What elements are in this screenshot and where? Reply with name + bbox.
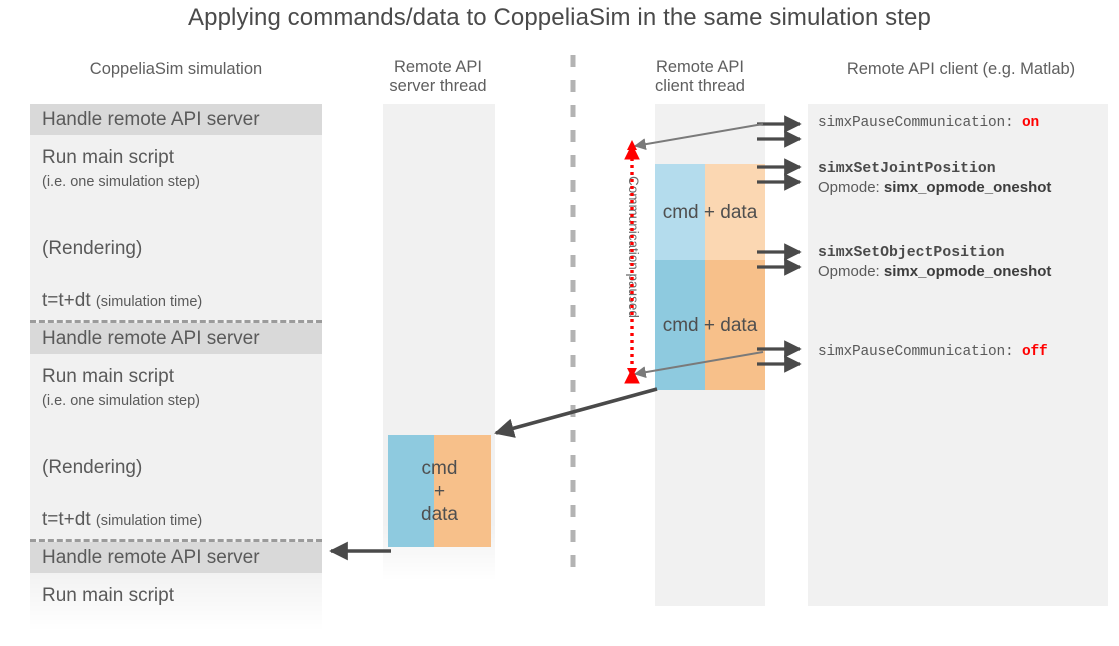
sim-step-line1: Run main script xyxy=(42,366,174,387)
api-call-opmode-value: simx_opmode_oneshot xyxy=(883,263,1052,280)
sim-step-line3: (Rendering) xyxy=(42,238,143,259)
message-arrows-pause-on xyxy=(757,115,802,148)
cmd-segment xyxy=(388,435,434,547)
column-header-server-line1: Remote API xyxy=(393,58,483,76)
api-call-item: simxSetJointPosition Opmode: simx_opmode… xyxy=(818,161,1051,196)
sim-step-time-value: t=t+dt xyxy=(42,290,91,311)
communication-paused-arrowhead-bottom xyxy=(627,368,637,378)
api-call-item: simxPauseCommunication: on xyxy=(818,113,1039,131)
column-header-sim: CoppeliaSim simulation xyxy=(30,60,322,79)
cmd-data-block-server: cmd + data xyxy=(388,435,491,547)
column-header-client-line1: Remote API xyxy=(655,58,745,76)
message-arrows-set-joint-position xyxy=(757,158,802,191)
sim-step-header: Handle remote API server xyxy=(42,109,260,130)
api-call-opmode-label: Opmode: xyxy=(818,263,884,280)
column-header-client: Remote API client thread xyxy=(634,58,766,96)
sim-step-time-note: (simulation time) xyxy=(95,294,203,310)
sim-step-time: t=t+dt (simulation time) xyxy=(42,509,202,531)
cmd-data-block-client-top: cmd + data xyxy=(655,164,765,260)
cmd-data-label: cmd + data xyxy=(421,457,458,525)
api-call-opmode-value: simx_opmode_oneshot xyxy=(883,179,1052,196)
sim-step-time: t=t+dt (simulation time) xyxy=(42,290,202,312)
handle-remote-api-server-band xyxy=(30,104,322,135)
sim-step-line3: (Rendering) xyxy=(42,457,143,478)
handle-remote-api-server-band xyxy=(30,542,322,573)
api-call-opmode: Opmode: simx_opmode_oneshot xyxy=(818,263,1051,280)
column-header-api-client-label: Remote API client (e.g. Matlab) xyxy=(846,60,1076,78)
api-call-item: simxPauseCommunication: off xyxy=(818,342,1048,360)
message-arrows-set-object-position xyxy=(757,243,802,276)
api-call-item: simxSetObjectPosition Opmode: simx_opmod… xyxy=(818,245,1051,280)
page-title: Applying commands/data to CoppeliaSim in… xyxy=(188,4,931,31)
sim-step-time-note: (simulation time) xyxy=(95,513,203,529)
transfer-arrow-client-to-server xyxy=(494,387,658,438)
message-arrows-pause-off xyxy=(757,340,802,373)
step-separator xyxy=(30,539,322,542)
sim-step-header: Handle remote API server xyxy=(42,328,260,349)
sim-step-block: Handle remote API server Run main script xyxy=(30,542,322,632)
data-segment xyxy=(705,260,765,390)
cmd-data-label: cmd + data xyxy=(662,314,758,336)
column-header-server: Remote API server thread xyxy=(372,58,504,96)
pause-start-connector xyxy=(633,123,764,151)
column-header-server-line2: server thread xyxy=(389,77,487,95)
sim-step-line1: Run main script xyxy=(42,147,174,168)
api-call-state: off xyxy=(1022,344,1048,360)
data-segment xyxy=(434,435,491,547)
api-call-name: simxSetObjectPosition xyxy=(818,245,1005,261)
api-call-name: simxPauseCommunication: xyxy=(818,344,1023,360)
api-call-name: simxSetJointPosition xyxy=(818,161,996,177)
api-call-state: on xyxy=(1022,115,1040,131)
sim-step-line2: (i.e. one simulation step) xyxy=(42,174,200,190)
cmd-data-block-client-bottom: cmd + data xyxy=(655,260,765,390)
pause-end-connector xyxy=(633,351,764,379)
api-call-name: simxPauseCommunication: xyxy=(818,115,1023,131)
api-call-opmode-label: Opmode: xyxy=(818,179,884,196)
communication-paused-arrowhead-top xyxy=(627,140,637,150)
column-header-sim-label: CoppeliaSim simulation xyxy=(89,60,263,78)
column-header-api-client: Remote API client (e.g. Matlab) xyxy=(806,60,1116,79)
cmd-segment xyxy=(655,164,705,260)
column-header-client-line2: client thread xyxy=(655,77,745,95)
sim-step-block: Handle remote API server Run main script… xyxy=(30,323,322,541)
sim-step-line2: (i.e. one simulation step) xyxy=(42,393,200,409)
panel-api-client xyxy=(808,104,1108,606)
sim-step-header: Handle remote API server xyxy=(42,547,260,568)
sim-step-block: Handle remote API server Run main script… xyxy=(30,104,322,322)
api-call-opmode: Opmode: simx_opmode_oneshot xyxy=(818,179,1051,196)
step-separator xyxy=(30,320,322,323)
sim-step-time-value: t=t+dt xyxy=(42,509,91,530)
data-segment xyxy=(705,164,765,260)
cmd-data-label: cmd + data xyxy=(662,201,758,223)
handle-remote-api-server-band xyxy=(30,323,322,354)
sim-step-line1: Run main script xyxy=(42,585,174,606)
